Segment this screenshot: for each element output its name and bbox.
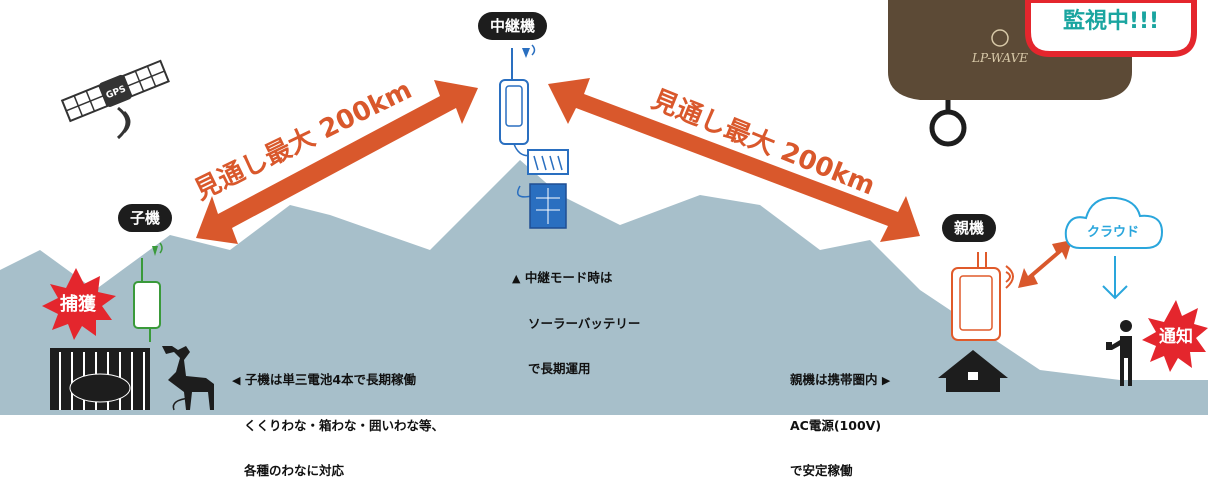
relay-note-line1: 中継モード時は [524, 270, 613, 285]
parent-label: 親機 [942, 214, 997, 242]
monitoring-text: 監視中!!! [1063, 9, 1159, 34]
parent-note-line3: で安定稼働 [790, 463, 853, 478]
relay-note: ▲ 中継モード時は ソーラーバッテリー で長期運用 [512, 240, 640, 391]
child-label: 子機 [118, 204, 173, 232]
range-arrow-right [548, 78, 920, 242]
gps-satellite-icon: GPS [60, 59, 170, 123]
person-icon [1106, 320, 1132, 386]
parent-note: 親機は携帯圏内 ▶ AC電源(100V) で安定稼働 [790, 342, 890, 493]
house-icon [938, 350, 1008, 392]
mountain-range [0, 160, 1208, 415]
signal-waves-icon [116, 106, 131, 140]
relay-label: 中継機 [478, 12, 548, 40]
range-arrow-left [196, 80, 478, 244]
solar-battery-icon [517, 149, 569, 229]
cloud-icon: クラウド [1064, 196, 1164, 249]
device-brand-text: LP-WAVE [971, 51, 1028, 65]
capture-burst-text: 捕獲 [60, 293, 97, 315]
child-note-line3: 各種のわなに対応 [244, 463, 345, 478]
notify-burst-text: 通知 [1159, 326, 1193, 347]
boar-icon [69, 373, 131, 403]
child-device-icon [133, 242, 163, 342]
deer-icon [162, 346, 214, 411]
parent-note-line1: 親機は携帯圏内 [790, 372, 878, 387]
cloud-link-arrow [1018, 240, 1072, 288]
cloud-label: クラウド [1087, 225, 1139, 240]
diagram-canvas: 見通し最大 200km 見通し最大 200km GPS [0, 0, 1208, 415]
monitoring-badge: 監視中!!! [1025, 0, 1197, 57]
triangle-up-icon: ▲ [512, 272, 521, 285]
child-note-line2: くくりわな・箱わな・囲いわな等、 [244, 418, 445, 433]
child-note: ◀ 子機は単三電池4本で長期稼働 くくりわな・箱わな・囲いわな等、 各種のわなに… [232, 342, 444, 493]
trap-cage-icon [50, 348, 150, 410]
triangle-left-icon: ◀ [232, 374, 241, 387]
child-note-line1: 子機は単三電池4本で長期稼働 [244, 372, 417, 387]
parent-device-icon [951, 252, 1014, 341]
capture-burst: 捕獲 [42, 268, 116, 340]
relay-device-icon [499, 44, 537, 157]
triangle-right-icon: ▶ [881, 374, 891, 387]
notify-burst: 通知 [1142, 300, 1208, 372]
relay-note-line3: で長期運用 [528, 361, 591, 376]
cloud-down-arrow-icon [1102, 256, 1128, 300]
relay-note-line2: ソーラーバッテリー [528, 316, 641, 331]
parent-note-line2: AC電源(100V) [790, 418, 882, 433]
